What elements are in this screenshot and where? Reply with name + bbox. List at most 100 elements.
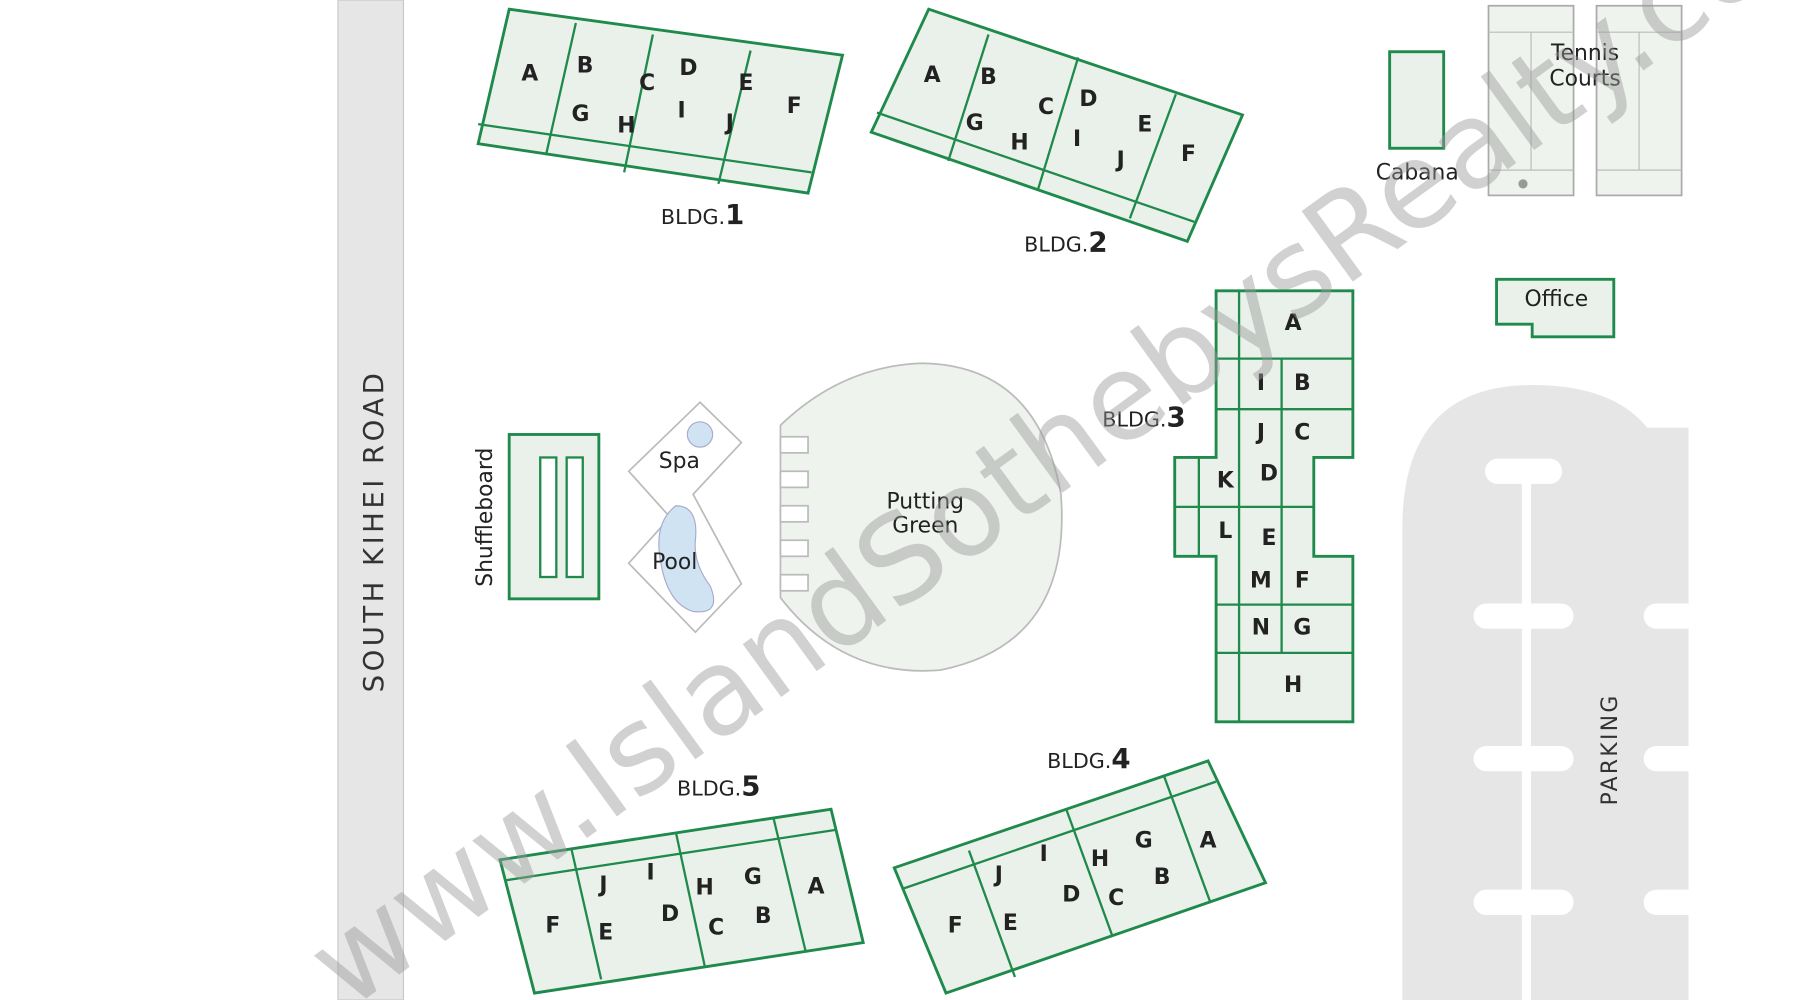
building-label-5: BLDG.5	[677, 769, 760, 802]
unit-3-B[interactable]: B	[1294, 371, 1311, 396]
unit-5-E[interactable]: E	[598, 920, 613, 945]
putting-green-line2: Green	[892, 513, 958, 538]
unit-1-J[interactable]: J	[724, 111, 734, 136]
office	[1495, 277, 1616, 339]
unit-5-I[interactable]: I	[647, 861, 655, 886]
unit-3-M[interactable]: M	[1250, 569, 1272, 594]
cabana-label: Cabana	[1376, 161, 1459, 186]
unit-1-A[interactable]: A	[521, 62, 538, 87]
unit-1-C[interactable]: C	[639, 71, 655, 96]
building-5: A G H I J B C D E F BLDG.5	[498, 769, 865, 995]
unit-2-F[interactable]: F	[1181, 142, 1196, 167]
building-label-4: BLDG.4	[1047, 742, 1130, 775]
unit-2-C[interactable]: C	[1038, 95, 1054, 120]
unit-3-K[interactable]: K	[1217, 469, 1235, 494]
unit-1-E[interactable]: E	[739, 71, 754, 96]
unit-1-G[interactable]: G	[571, 102, 589, 127]
unit-3-H[interactable]: H	[1284, 673, 1302, 698]
shuffleboard	[507, 433, 601, 601]
unit-divider	[570, 848, 603, 980]
building-prefix: BLDG.	[677, 776, 741, 800]
unit-divider	[903, 780, 1217, 890]
spa	[686, 421, 714, 448]
unit-4-D[interactable]: D	[1062, 882, 1080, 907]
unit-5-G[interactable]: G	[744, 865, 762, 890]
building-number: 1	[725, 198, 744, 231]
tennis-label-line2: Courts	[1549, 66, 1620, 91]
unit-5-F[interactable]: F	[545, 913, 560, 938]
road-label: SOUTH KIHEI ROAD	[357, 370, 390, 693]
unit-2-J[interactable]: J	[1115, 148, 1125, 173]
putting-green-line1: Putting	[887, 489, 964, 514]
building-prefix: BLDG.	[1047, 749, 1111, 773]
unit-3-F[interactable]: F	[1295, 569, 1310, 594]
unit-2-B[interactable]: B	[980, 65, 997, 90]
unit-3-L[interactable]: L	[1218, 519, 1232, 544]
unit-divider	[1128, 93, 1177, 219]
building-prefix: BLDG.	[661, 205, 725, 229]
unit-3-N[interactable]: N	[1252, 616, 1270, 641]
unit-5-H[interactable]: H	[695, 876, 713, 901]
unit-2-G[interactable]: G	[966, 111, 984, 136]
unit-3-C[interactable]: C	[1294, 420, 1310, 445]
tennis-courts	[1487, 4, 1683, 197]
unit-2-E[interactable]: E	[1137, 112, 1152, 137]
unit-divider	[1163, 776, 1212, 903]
building-prefix: BLDG.	[1102, 407, 1166, 431]
unit-divider	[674, 831, 706, 966]
unit-3-D[interactable]: D	[1260, 462, 1278, 487]
unit-1-F[interactable]: F	[787, 94, 802, 119]
unit-4-J[interactable]: J	[993, 863, 1003, 888]
unit-4-E[interactable]: E	[1003, 911, 1018, 936]
unit-4-B[interactable]: B	[1154, 865, 1171, 890]
unit-2-H[interactable]: H	[1010, 131, 1028, 156]
parking-label: PARKING	[1598, 693, 1623, 805]
building-label-3: BLDG.3	[1102, 400, 1185, 433]
unit-5-J[interactable]: J	[597, 873, 607, 898]
unit-2-A[interactable]: A	[924, 63, 941, 88]
building-1: A B CD E F G H I J BLDG.1	[476, 7, 845, 231]
pool	[658, 505, 715, 613]
south-kihei-road	[337, 0, 405, 1000]
unit-divider	[967, 850, 1017, 978]
unit-divider	[504, 828, 836, 882]
building-label-2: BLDG.2	[1024, 226, 1107, 259]
unit-3-G[interactable]: G	[1293, 616, 1311, 641]
unit-3-E[interactable]: E	[1262, 526, 1277, 551]
unit-4-C[interactable]: C	[1108, 886, 1124, 911]
unit-4-H[interactable]: H	[1091, 847, 1109, 872]
spa-label: Spa	[659, 449, 700, 474]
unit-4-G[interactable]: G	[1135, 828, 1153, 853]
parking-lot	[1402, 385, 1689, 1000]
unit-2-D[interactable]: D	[1079, 87, 1097, 112]
unit-divider	[623, 34, 654, 173]
unit-3-J[interactable]: J	[1255, 420, 1265, 445]
building-number: 4	[1111, 742, 1130, 775]
pool-label: Pool	[652, 550, 697, 575]
unit-divider	[1036, 57, 1080, 190]
unit-1-I[interactable]: I	[678, 98, 686, 123]
putting-green	[779, 362, 1063, 672]
tennis-label-line1: Tennis	[1550, 41, 1619, 66]
unit-2-I[interactable]: I	[1073, 127, 1081, 152]
unit-5-A[interactable]: A	[808, 874, 825, 899]
unit-3-A[interactable]: A	[1285, 311, 1302, 336]
building-number: 3	[1167, 400, 1186, 433]
unit-4-F[interactable]: F	[948, 913, 963, 938]
unit-1-H[interactable]: H	[617, 113, 635, 138]
unit-5-D[interactable]: D	[661, 902, 679, 927]
unit-1-B[interactable]: B	[577, 54, 594, 79]
unit-divider	[544, 22, 577, 156]
unit-divider	[772, 818, 807, 952]
unit-5-B[interactable]: B	[755, 904, 772, 929]
unit-4-A[interactable]: A	[1200, 828, 1217, 853]
unit-4-I[interactable]: I	[1040, 842, 1048, 867]
building-label-1: BLDG.1	[661, 198, 744, 231]
unit-5-C[interactable]: C	[708, 916, 724, 941]
unit-divider	[876, 111, 1195, 223]
cabana	[1388, 50, 1446, 150]
unit-1-D[interactable]: D	[679, 56, 697, 81]
unit-3-I[interactable]: I	[1257, 371, 1265, 396]
